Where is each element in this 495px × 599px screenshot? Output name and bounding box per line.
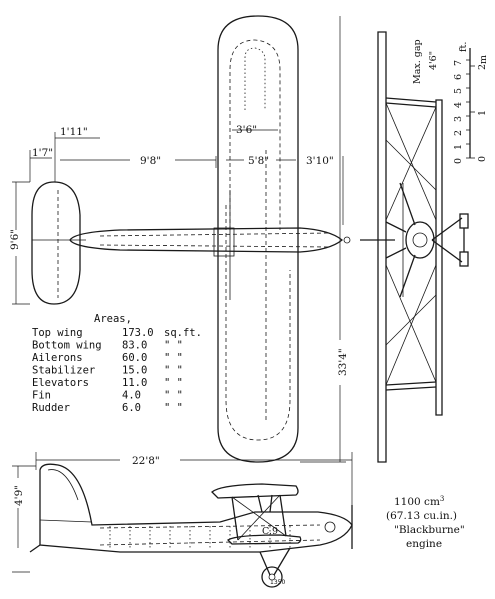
front-engine bbox=[412, 232, 428, 248]
area-row-unit: " " bbox=[164, 352, 183, 364]
front-wheel-right bbox=[459, 251, 469, 267]
feet-tick-label: 3 bbox=[453, 116, 464, 122]
engine-line2: (67.13 cu.in.) bbox=[386, 510, 457, 522]
top-wing-dashed-root bbox=[225, 205, 291, 441]
area-row-value: 83.0 bbox=[122, 340, 147, 352]
area-row-value: 173.0 bbox=[122, 327, 154, 339]
side-fuselage bbox=[39, 463, 353, 553]
max-gap-label: Max. gap bbox=[412, 39, 423, 84]
area-row-label: Ailerons bbox=[32, 352, 83, 364]
fuselage-plan bbox=[69, 227, 344, 253]
front-top-wing bbox=[377, 31, 387, 463]
area-row-label: Rudder bbox=[32, 402, 70, 414]
plan-dimensions: 1'11" 1'7" 9'8" 5'8" 3'10" 3'6" 9'6" 33'… bbox=[9, 16, 349, 463]
area-row-unit: sq.ft. bbox=[164, 327, 202, 339]
area-row-value: 60.0 bbox=[122, 352, 147, 364]
dim-length: 22'8" bbox=[132, 455, 160, 467]
area-row-label: Fin bbox=[32, 390, 51, 402]
top-wing-dashed-lower bbox=[229, 39, 281, 230]
feet-tick-label: 5 bbox=[453, 88, 464, 94]
dim-span: 33'4" bbox=[337, 348, 349, 376]
propeller-hub-plan bbox=[343, 236, 351, 244]
area-row-unit: " " bbox=[164, 402, 183, 414]
meter-tick-label: 2 bbox=[477, 64, 488, 70]
area-row-value: 4.0 bbox=[122, 390, 141, 402]
dim-stab-to-wing: 9'8" bbox=[140, 155, 161, 167]
side-top-wing bbox=[211, 483, 299, 499]
area-row-value: 15.0 bbox=[122, 365, 147, 377]
dim-height: 4'9" bbox=[13, 485, 25, 506]
area-row-value: 11.0 bbox=[122, 377, 147, 389]
feet-tick-label: 2 bbox=[453, 130, 464, 136]
side-registration: C.9 bbox=[262, 526, 278, 537]
area-row-unit: " " bbox=[164, 340, 183, 352]
side-wheel-marking: 1350 bbox=[270, 579, 285, 586]
front-lower-wing bbox=[435, 99, 443, 416]
area-row-label: Bottom wing bbox=[32, 340, 102, 352]
top-wing-outline bbox=[217, 15, 299, 463]
plan-view bbox=[31, 15, 351, 463]
area-row-value: 6.0 bbox=[122, 402, 141, 414]
dim-root-chord: 5'8" bbox=[248, 155, 269, 167]
side-wheel bbox=[261, 566, 283, 588]
side-view: C.9 1350 bbox=[29, 463, 353, 588]
front-fuselage bbox=[405, 221, 435, 259]
max-gap-value: 4'6" bbox=[428, 51, 439, 70]
scale-feet-label: ft. bbox=[458, 42, 469, 52]
tailplane-outline bbox=[31, 181, 81, 305]
scale-meter-label: m bbox=[478, 55, 489, 64]
scale-bar: 0 1 2 3 4 5 6 7 0 1 2 ft. m bbox=[453, 42, 489, 164]
side-engine-hub bbox=[324, 521, 336, 533]
feet-tick-label: 0 bbox=[453, 158, 464, 164]
engine-caption: 1100 cm3 (67.13 cu.in.) "Blackburne" eng… bbox=[386, 495, 465, 550]
feet-tick-label: 4 bbox=[453, 102, 464, 108]
dim-wing-chord-mid: 3'6" bbox=[236, 124, 257, 136]
meter-tick-label: 1 bbox=[477, 110, 488, 116]
dim-nose-length: 3'10" bbox=[306, 155, 334, 167]
areas-table: Areas, Top wing 173.0 sq.ft. Bottom wing 83.… bbox=[32, 313, 202, 414]
feet-tick-label: 1 bbox=[453, 144, 464, 150]
meter-tick-label: 0 bbox=[477, 156, 488, 162]
area-row-unit: " " bbox=[164, 365, 183, 377]
engine-line1: 1100 cm3 bbox=[394, 495, 444, 508]
engine-line3: "Blackburne" bbox=[394, 524, 465, 536]
feet-tick-label: 6 bbox=[453, 74, 464, 80]
area-row-label: Stabilizer bbox=[32, 365, 95, 377]
fuselage-dash-lower bbox=[99, 244, 331, 248]
area-row-label: Elevators bbox=[32, 377, 89, 389]
dim-tail-span: 9'6" bbox=[9, 229, 21, 250]
side-dimensions: 22'8" 4'9" bbox=[12, 452, 353, 573]
max-gap-annotation: Max. gap 4'6" bbox=[412, 39, 439, 84]
side-bottom-wing bbox=[226, 534, 302, 545]
centre-section bbox=[213, 227, 235, 257]
areas-title: Areas, bbox=[94, 313, 132, 325]
fuselage-dash-upper bbox=[99, 232, 331, 237]
area-row-label: Top wing bbox=[32, 327, 83, 339]
area-row-unit: " " bbox=[164, 390, 183, 402]
top-wing-dashed-upper bbox=[244, 47, 266, 110]
front-view bbox=[360, 31, 469, 463]
dim-tail-chord: 1'7" bbox=[32, 147, 53, 159]
area-row-unit: " " bbox=[164, 377, 183, 389]
front-wheel-left bbox=[459, 213, 469, 229]
engine-line4: engine bbox=[406, 538, 442, 550]
feet-tick-label: 7 bbox=[453, 60, 464, 66]
dim-tail-offset: 1'11" bbox=[60, 126, 88, 138]
